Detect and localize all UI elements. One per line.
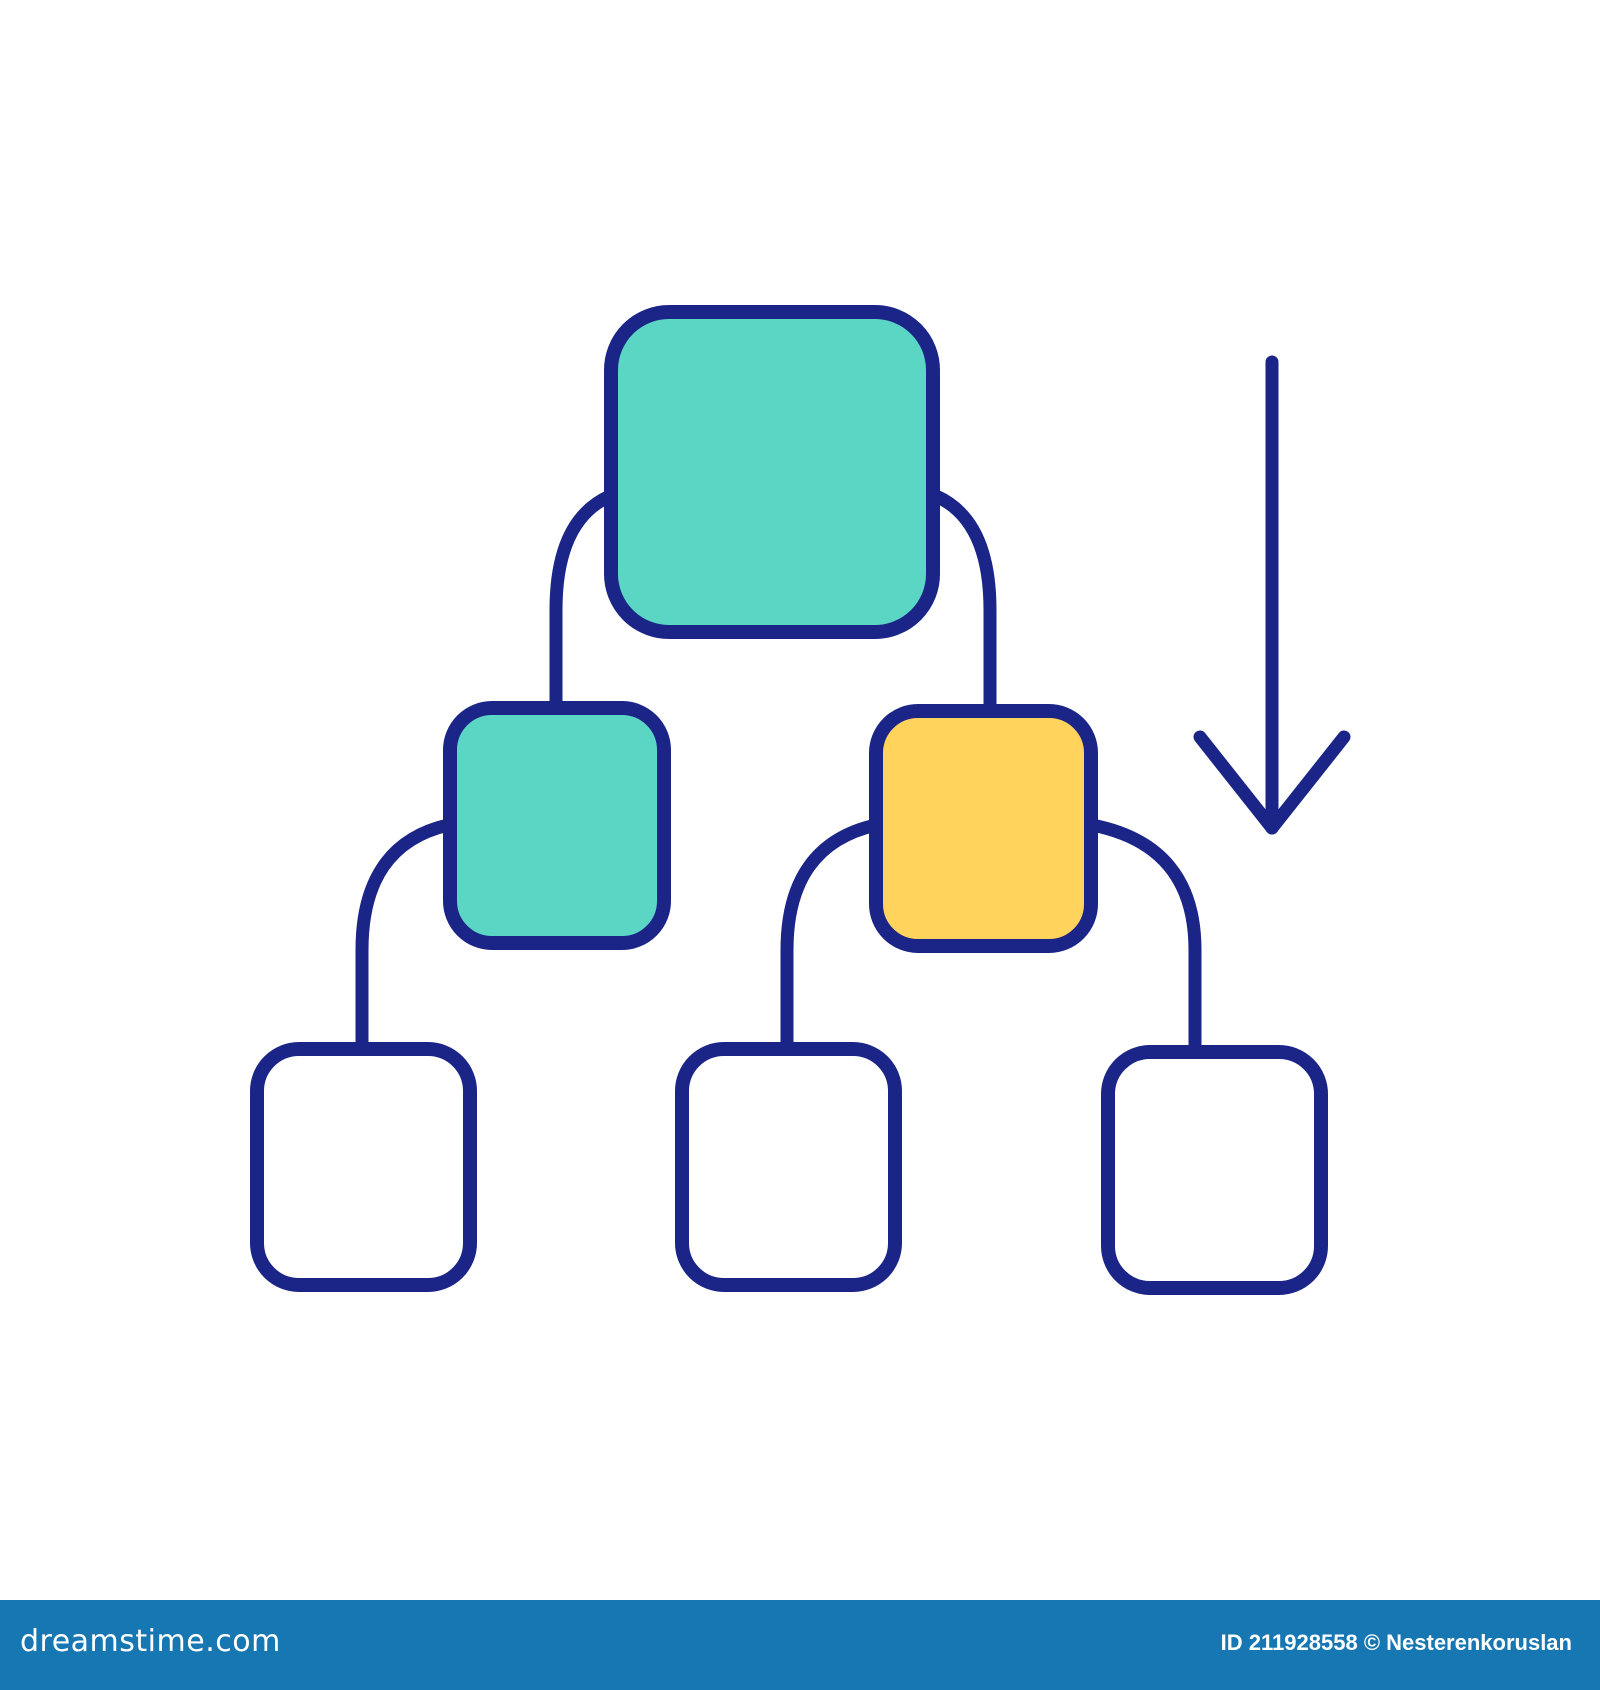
image-id-label: ID 211928558 <box>1220 1630 1358 1655</box>
illustration-canvas <box>250 305 1351 1295</box>
node-right-child <box>869 704 1098 953</box>
hierarchy-diagram <box>250 305 1351 1295</box>
connector-right-leaf2 <box>780 818 883 1052</box>
connector-right-leaf3 <box>1085 818 1202 1055</box>
watermark-footer-bar: dreamstime.com ID 211928558 © Nesterenko… <box>0 1600 1600 1690</box>
connector-left-leaf1 <box>355 818 455 1052</box>
brand-logo-text: dreamstime.com <box>20 1624 281 1659</box>
connector-root-left <box>549 489 617 712</box>
node-leaf-2 <box>675 1042 902 1292</box>
connector-root-right <box>929 489 997 715</box>
arrow-down-icon <box>1193 730 1351 835</box>
image-credit: ID 211928558 © Nesterenkoruslan <box>1221 1630 1572 1656</box>
node-root <box>604 305 940 639</box>
node-leaf-1 <box>250 1042 477 1292</box>
author-credit: © Nesterenkoruslan <box>1363 1630 1572 1655</box>
node-left-child <box>443 701 671 950</box>
node-leaf-3 <box>1101 1045 1328 1295</box>
